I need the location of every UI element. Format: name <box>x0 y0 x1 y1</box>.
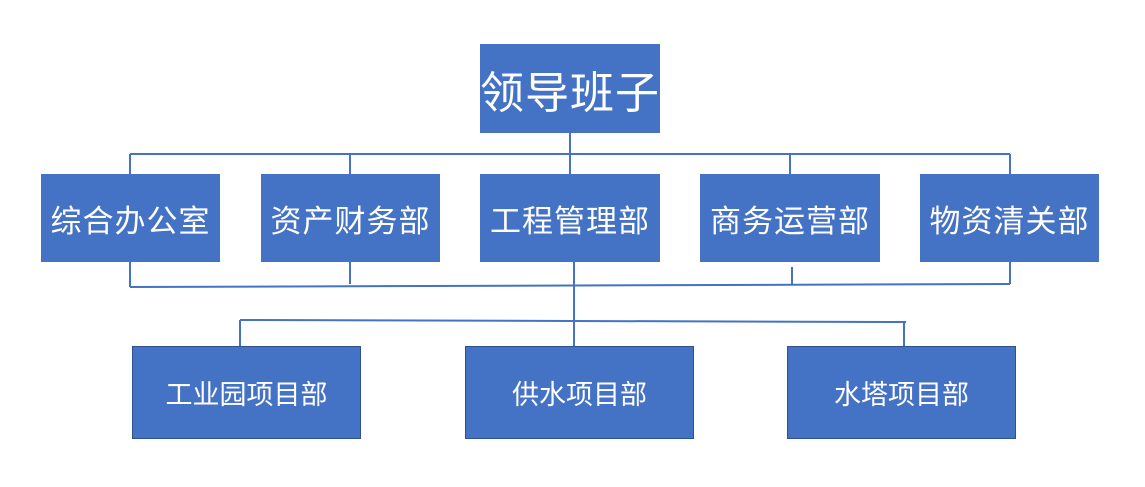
project-node-industrial-park: 工业园项目部 <box>132 346 361 439</box>
project-node-label: 水塔项目部 <box>834 380 969 411</box>
root-node-label: 领导班子 <box>480 67 660 119</box>
dept-node-label: 综合办公室 <box>50 203 211 240</box>
project-node-water-supply: 供水项目部 <box>465 346 694 439</box>
root-node: 领导班子 <box>480 44 660 133</box>
dept-node-materials-customs: 物资清关部 <box>920 174 1099 262</box>
dept-node-engineering: 工程管理部 <box>480 174 660 262</box>
project-node-water-tower: 水塔项目部 <box>787 346 1016 439</box>
dept-node-commercial-operations: 商务运营部 <box>700 174 880 262</box>
dept-node-label: 商务运营部 <box>710 203 870 240</box>
connector-project-bus <box>239 319 907 323</box>
dept-node-asset-finance: 资产财务部 <box>261 174 440 262</box>
dept-node-label: 物资清关部 <box>929 203 1090 240</box>
connector-lower-bus <box>129 283 1011 288</box>
dept-node-general-office: 综合办公室 <box>41 174 220 262</box>
project-node-label: 工业园项目部 <box>165 380 328 411</box>
dept-node-label: 工程管理部 <box>490 203 650 240</box>
project-node-label: 供水项目部 <box>512 380 647 411</box>
dept-node-label: 资产财务部 <box>270 203 431 240</box>
